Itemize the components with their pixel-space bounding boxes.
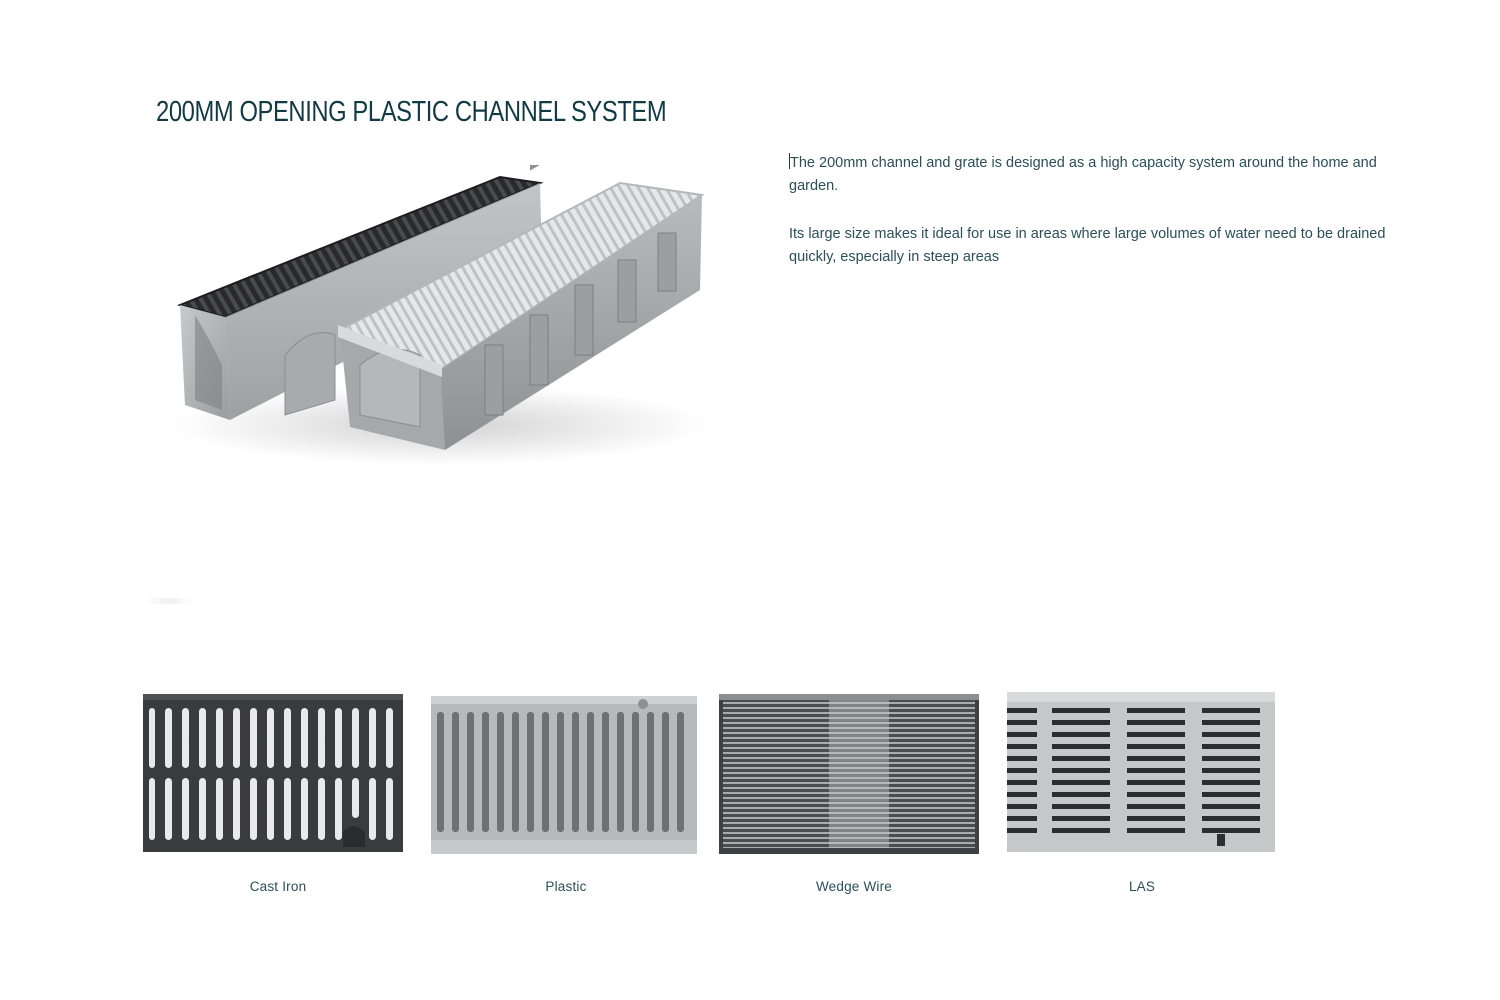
divider <box>145 598 193 604</box>
text-cursor <box>789 153 790 169</box>
grate-option-plastic[interactable]: Plastic <box>431 682 701 894</box>
grate-option-las[interactable]: LAS <box>1007 682 1277 894</box>
description-paragraph: The 200mm channel and grate is designed … <box>789 153 1377 194</box>
page-title: 200MM OPENING PLASTIC CHANNEL SYSTEM <box>156 96 667 128</box>
grate-label[interactable]: LAS <box>1128 879 1156 894</box>
wedge-wire-grate-image <box>719 694 979 854</box>
grate-label[interactable]: Plastic <box>545 879 587 894</box>
grate-option-wedge-wire[interactable]: Wedge Wire <box>719 682 989 894</box>
grate-option-cast-iron[interactable]: Cast Iron <box>143 682 413 894</box>
channel-system-product-image <box>170 165 710 465</box>
grate-label[interactable]: Wedge Wire <box>815 879 893 894</box>
product-description: The 200mm channel and grate is designed … <box>789 152 1389 294</box>
grate-label[interactable]: Cast Iron <box>249 879 307 894</box>
description-paragraph: Its large size makes it ideal for use in… <box>789 226 1386 265</box>
cast-iron-grate-image <box>143 694 403 852</box>
las-grate-image <box>1007 692 1275 852</box>
plastic-grate-image <box>431 696 697 854</box>
